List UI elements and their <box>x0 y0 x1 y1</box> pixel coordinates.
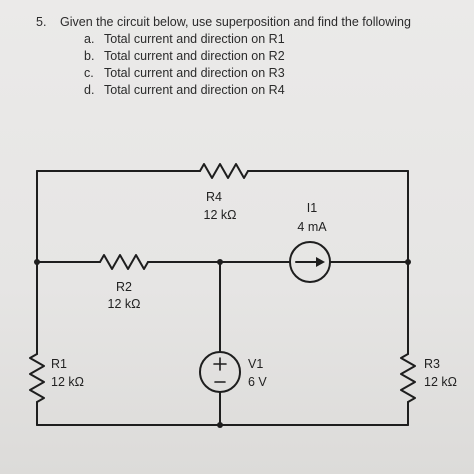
question-item-c: c. Total current and direction on R3 <box>84 65 466 82</box>
question-item-d: d. Total current and direction on R4 <box>84 82 466 99</box>
question-text: Given the circuit below, use superpositi… <box>60 15 411 29</box>
junction-dot <box>217 259 223 265</box>
r4-resistor <box>199 163 249 179</box>
r1-name: R1 <box>51 357 67 371</box>
v1-value: 6 V <box>248 375 267 389</box>
r2-value: 12 kΩ <box>108 297 141 311</box>
v1-name: V1 <box>248 357 263 371</box>
item-letter: c. <box>84 66 94 80</box>
i1-name: I1 <box>307 201 317 215</box>
question-header: 5. Given the circuit below, use superpos… <box>36 14 466 31</box>
item-letter: a. <box>84 32 95 46</box>
r3-resistor <box>400 353 416 403</box>
junction-dot <box>34 259 40 265</box>
r4-name: R4 <box>206 190 222 204</box>
item-letter: b. <box>84 49 95 63</box>
item-letter: d. <box>84 83 95 97</box>
question-item-a: a. Total current and direction on R1 <box>84 31 466 48</box>
r3-name: R3 <box>424 357 440 371</box>
question-block: 5. Given the circuit below, use superpos… <box>36 14 466 99</box>
item-text: Total current and direction on R3 <box>104 66 285 80</box>
item-text: Total current and direction on R1 <box>104 32 285 46</box>
r3-value: 12 kΩ <box>424 375 457 389</box>
r4-value: 12 kΩ <box>204 208 237 222</box>
question-number: 5. <box>36 15 47 29</box>
junction-dot <box>405 259 411 265</box>
question-items: a. Total current and direction on R1 b. … <box>84 31 466 99</box>
arrow-right-icon <box>316 257 325 267</box>
plus-sign <box>213 357 227 371</box>
r2-resistor <box>99 254 149 270</box>
item-text: Total current and direction on R4 <box>104 83 285 97</box>
question-item-b: b. Total current and direction on R2 <box>84 48 466 65</box>
junction-dot <box>217 422 223 428</box>
r1-value: 12 kΩ <box>51 375 84 389</box>
item-text: Total current and direction on R2 <box>104 49 285 63</box>
i1-value: 4 mA <box>297 220 327 234</box>
r2-name: R2 <box>116 280 132 294</box>
r1-resistor <box>29 353 45 403</box>
